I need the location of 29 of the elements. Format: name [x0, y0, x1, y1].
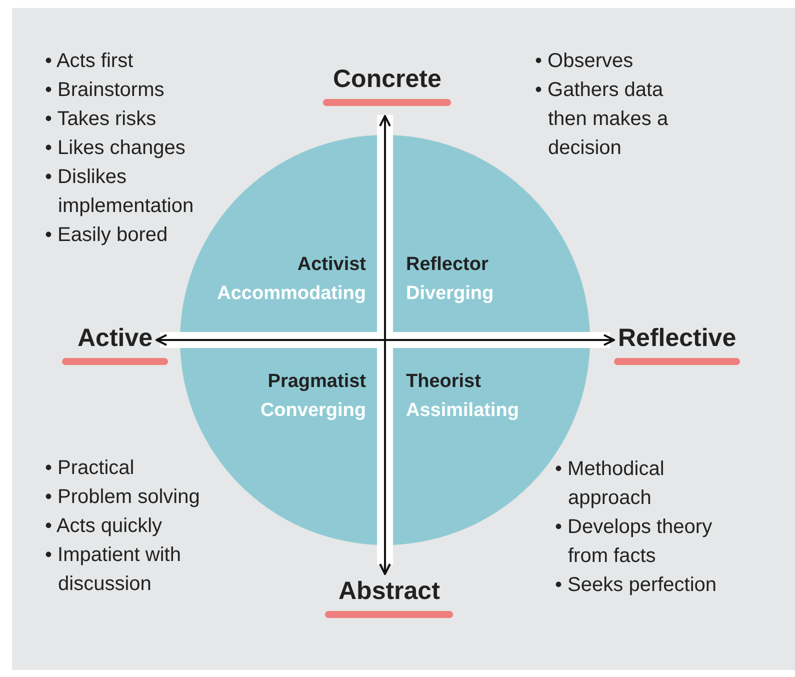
- bullet-item: • Observes: [535, 49, 634, 74]
- quadrant-title: Reflector: [406, 253, 488, 277]
- quadrant-title: Pragmatist: [268, 370, 366, 394]
- axis-label: Active: [78, 323, 153, 353]
- bullet-item: • Easily bored: [45, 223, 169, 248]
- bullet-item: • Takes risks: [45, 107, 158, 132]
- bullet-item: • Acts quickly: [45, 514, 164, 539]
- bullet-item: • Likes changes: [45, 136, 186, 161]
- quadrant-subtitle: Converging: [260, 399, 366, 423]
- bullet-item: • Gathers data then makes a decision: [535, 78, 670, 161]
- bullet-item: • Seeks perfection: [555, 573, 718, 598]
- bullet-item: • Acts first: [45, 49, 134, 74]
- quadrant-subtitle: Assimilating: [406, 399, 519, 423]
- double-arrow: [379, 115, 391, 575]
- bullet-item: • Dislikes implementation: [45, 165, 195, 219]
- bullet-item: • Brainstorms: [45, 78, 166, 103]
- bullet-item: • Problem solving: [45, 485, 201, 510]
- quadrant-subtitle: Diverging: [406, 282, 494, 306]
- double-arrow: [156, 334, 615, 346]
- bullet-item: • Impatient with discussion: [45, 543, 182, 597]
- quadrant-title: Theorist: [406, 370, 481, 394]
- bullet-item: • Develops theory from facts: [555, 515, 714, 569]
- quadrant-title: Activist: [297, 253, 366, 277]
- bullet-item: • Methodical approach: [555, 457, 666, 511]
- quadrant-subtitle: Accommodating: [217, 282, 366, 306]
- axis-label: Abstract: [338, 576, 440, 606]
- axis-label: Concrete: [333, 64, 442, 94]
- axis-label: Reflective: [618, 323, 736, 353]
- bullet-item: • Practical: [45, 456, 136, 481]
